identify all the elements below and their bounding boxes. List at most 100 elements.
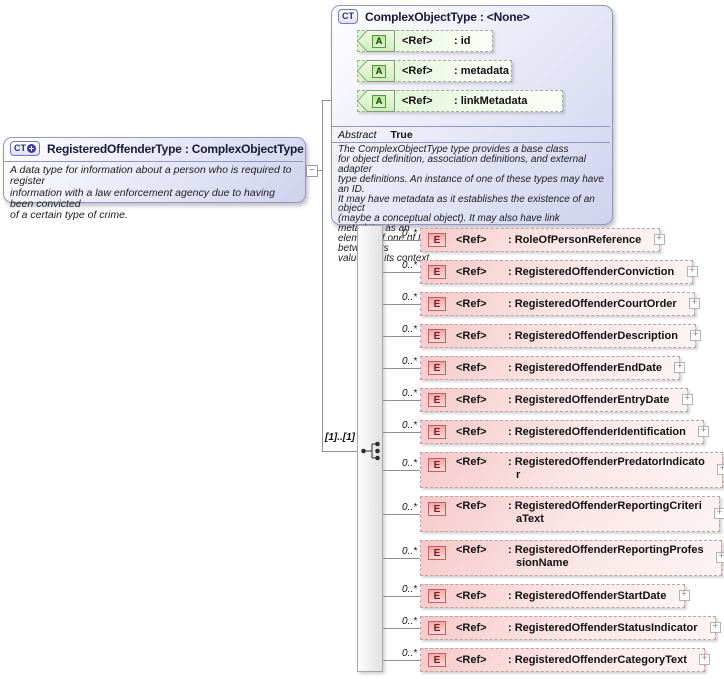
element-icon: E [428, 502, 446, 516]
element-icon: E [428, 393, 446, 407]
element-icon: E [428, 265, 446, 279]
expand-icon[interactable] [699, 654, 711, 665]
expand-icon[interactable] [686, 266, 698, 277]
element-ref: <Ref> [456, 330, 487, 342]
connector-line [322, 100, 323, 451]
cardinality-label: 0..* [401, 616, 417, 627]
cardinality-label: 0..* [401, 388, 417, 399]
collapse-icon[interactable] [306, 165, 318, 177]
complex-type-plus-icon: CT [10, 141, 40, 156]
attribute-box-metadata[interactable]: A <Ref> : metadata [357, 60, 512, 82]
connector-line [383, 514, 420, 515]
cardinality-label: 0..* [401, 356, 417, 367]
element-box[interactable]: E <Ref> : RegisteredOffenderReportingCri… [420, 496, 724, 532]
connector-line [383, 272, 420, 273]
main-type-annotation: A data type for information about a pers… [10, 164, 292, 222]
expand-icon[interactable] [717, 464, 724, 475]
element-box[interactable]: E <Ref> : RoleOfPersonReference [420, 228, 665, 252]
connector-line [383, 304, 420, 305]
element-box[interactable]: E <Ref> : RegisteredOffenderEndDate [420, 356, 686, 380]
cardinality-label: 0..* [401, 584, 417, 595]
element-name: : RegisteredOffenderConviction [508, 265, 675, 278]
complex-type-icon: CT [338, 9, 358, 24]
element-ref: <Ref> [456, 394, 487, 406]
cardinality-label: 0..* [401, 292, 417, 303]
expand-icon[interactable] [714, 508, 724, 519]
element-name: : RegisteredOffenderReportingCriteri aTe… [508, 500, 702, 525]
attribute-name: : linkMetadata [454, 95, 528, 107]
element-icon: E [428, 653, 446, 667]
attribute-ref: <Ref> [402, 65, 433, 77]
connector-line [383, 558, 420, 559]
connector-line [318, 170, 322, 171]
expand-icon[interactable] [709, 622, 721, 633]
element-ref: <Ref> [456, 234, 487, 246]
element-name: : RoleOfPersonReference [508, 233, 642, 246]
element-box[interactable]: E <Ref> : RegisteredOffenderDescription [420, 324, 702, 348]
expand-icon[interactable] [698, 426, 710, 437]
divider [332, 142, 610, 143]
element-icon: E [428, 361, 446, 375]
attribute-icon: A [372, 65, 386, 78]
element-box[interactable]: E <Ref> : RegisteredOffenderCategoryText [420, 648, 711, 672]
expand-icon[interactable] [674, 362, 686, 373]
attribute-box-linkmetadata[interactable]: A <Ref> : linkMetadata [357, 90, 563, 112]
divider [4, 161, 303, 162]
element-name: : RegisteredOffenderIdentification [508, 425, 686, 438]
abstract-value: True [390, 129, 413, 141]
attribute-icon: A [372, 35, 386, 48]
abstract-label: Abstract [338, 129, 377, 141]
expand-icon[interactable] [681, 394, 693, 405]
element-box[interactable]: E <Ref> : RegisteredOffenderIdentificati… [420, 420, 710, 444]
cardinality-label: 0..* [401, 324, 417, 335]
element-name: : RegisteredOffenderReportingProfes sion… [508, 544, 704, 569]
cardinality-label: 0..* [401, 420, 417, 431]
element-box[interactable]: E <Ref> : RegisteredOffenderStartDate [420, 584, 690, 608]
complex-type-icon-label: CT [342, 11, 354, 21]
cardinality-label: 0..* [401, 502, 417, 513]
expand-icon[interactable] [715, 552, 724, 563]
main-type-title: RegisteredOffenderType : ComplexObjectTy… [47, 141, 304, 156]
element-name: : RegisteredOffenderEndDate [508, 361, 663, 374]
connector-line [383, 336, 420, 337]
element-box[interactable]: E <Ref> : RegisteredOffenderPredatorIndi… [420, 452, 724, 488]
plus-circle-icon [27, 144, 36, 153]
connector-line [383, 596, 420, 597]
cardinality-label: 0..* [401, 228, 417, 239]
attribute-box-id[interactable]: A <Ref> : id [357, 30, 493, 52]
element-icon: E [428, 329, 446, 343]
connector-line [322, 451, 359, 452]
element-ref: <Ref> [456, 266, 487, 278]
element-box[interactable]: E <Ref> : RegisteredOffenderCourtOrder [420, 292, 700, 316]
expand-icon[interactable] [653, 234, 665, 245]
attribute-name: : id [454, 35, 471, 47]
element-ref: <Ref> [456, 298, 487, 310]
element-box[interactable]: E <Ref> : RegisteredOffenderConviction [420, 260, 698, 284]
element-icon: E [428, 546, 446, 560]
element-name: : RegisteredOffenderEntryDate [508, 393, 670, 406]
element-name: : RegisteredOffenderCategoryText [508, 653, 687, 666]
expand-icon[interactable] [688, 298, 700, 309]
attribute-icon: A [372, 95, 386, 108]
element-icon: E [428, 425, 446, 439]
expand-icon[interactable] [678, 590, 690, 601]
sequence-group-bar[interactable] [357, 225, 383, 672]
element-box[interactable]: E <Ref> : RegisteredOffenderReportingPro… [420, 540, 724, 576]
connector-line [383, 240, 420, 241]
element-box[interactable]: E <Ref> : RegisteredOffenderStatusIndica… [420, 616, 721, 640]
element-icon: E [428, 233, 446, 247]
element-box[interactable]: E <Ref> : RegisteredOffenderEntryDate [420, 388, 693, 412]
main-type-title-row: CT RegisteredOffenderType : ComplexObjec… [10, 141, 304, 156]
cardinality-label: 0..* [401, 458, 417, 469]
element-ref: <Ref> [456, 426, 487, 438]
main-type-box[interactable] [3, 137, 306, 203]
cardinality-label: 0..* [401, 648, 417, 659]
base-type-title: ComplexObjectType : <None> [365, 9, 530, 24]
expand-icon[interactable] [690, 330, 702, 341]
element-name: : RegisteredOffenderDescription [508, 329, 678, 342]
element-ref: <Ref> [456, 362, 487, 374]
attribute-ref: <Ref> [402, 95, 433, 107]
base-type-title-row: CT ComplexObjectType : <None> [338, 9, 530, 24]
complex-type-icon-label: CT [14, 143, 26, 153]
